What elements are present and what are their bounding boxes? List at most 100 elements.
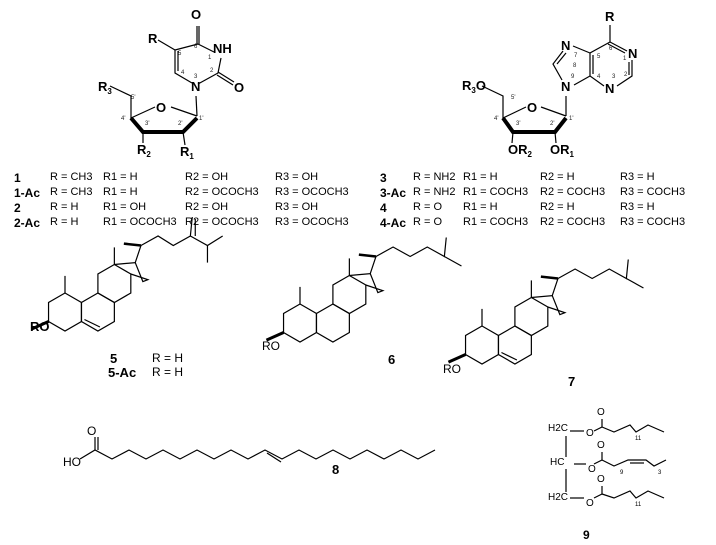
atom-n: N	[191, 79, 201, 94]
bond	[170, 106, 198, 117]
substituent-r3: R3 = COCH3	[620, 216, 686, 228]
bond	[511, 131, 514, 144]
atom-nh: NH	[213, 41, 232, 56]
atom-o-ring: O	[527, 100, 538, 115]
compound-6-ring	[315, 303, 350, 343]
compound-label: 2	[14, 201, 21, 215]
bond	[109, 85, 156, 119]
substituent-r: R = CH3	[50, 186, 93, 198]
compound-6-side-chain	[369, 237, 447, 274]
atom-o: O	[588, 464, 596, 475]
substituent-r: R = NH2	[413, 186, 456, 198]
atom-number: 3	[612, 74, 616, 80]
bold-bond	[129, 116, 199, 134]
repeat-count: 3	[658, 470, 662, 476]
bond	[609, 41, 628, 52]
bond	[217, 71, 235, 83]
substituent-r2: R2 = OH	[185, 171, 229, 183]
bold-bond	[30, 320, 50, 331]
bond	[589, 41, 611, 87]
substituent-r: R = H	[50, 201, 79, 213]
methyl-bond	[123, 242, 142, 247]
compound-label-9: 9	[583, 528, 590, 542]
substituent-r3: R3 = OCOCH3	[275, 186, 349, 198]
atom-number: 4	[597, 74, 601, 80]
atom-o: O	[87, 424, 97, 438]
atom-number: 7	[574, 53, 578, 59]
compound-7-ring	[514, 296, 549, 337]
bond	[593, 493, 603, 499]
bond	[444, 255, 462, 267]
compound-5-ac-r: R = H	[152, 365, 184, 379]
atom-n: N	[561, 79, 571, 94]
atom-ro: RO	[443, 362, 461, 376]
atom-ro: RO	[262, 339, 280, 353]
compound-label-5: 5	[110, 351, 118, 366]
atom-o: O	[234, 80, 245, 95]
compound-5-ring	[47, 292, 83, 332]
compound-label: 4	[380, 201, 387, 215]
substituent-r3: R3 = H	[620, 171, 655, 183]
repeat-count: 11	[635, 436, 642, 442]
substituent-r2: R2 = OCOCH3	[185, 216, 259, 228]
bond	[573, 75, 591, 86]
atom-or1: OR1	[550, 142, 574, 159]
bond	[182, 131, 186, 146]
double-bond	[84, 318, 101, 328]
bond	[554, 131, 557, 144]
compound-label: 1-Ac	[14, 186, 41, 200]
atom-h2c: H2C	[548, 492, 569, 503]
atom-number: 6	[194, 44, 198, 50]
atom-number: 1	[208, 55, 212, 61]
atom-number: 3'	[145, 121, 150, 127]
atom-number: 2	[624, 72, 628, 78]
substituent-r: R = H	[50, 216, 79, 228]
atom-number: 2'	[178, 121, 183, 127]
compound-5-ring	[114, 261, 150, 283]
atom-r: R	[605, 9, 615, 24]
repeat-count: 11	[635, 502, 642, 508]
bond	[601, 490, 665, 499]
double-bond	[501, 351, 518, 361]
atom-number: 5	[597, 54, 601, 60]
substituent-r2: R2 = H	[540, 171, 575, 183]
compound-5-ring	[97, 263, 132, 304]
bond	[195, 95, 198, 117]
substituent-r2: R2 = H	[540, 201, 575, 213]
atom-number: 2'	[550, 121, 555, 127]
atom-r2: R2	[137, 142, 151, 159]
substituent-r1: R1 = H	[103, 186, 138, 198]
compound-5-ring	[80, 292, 115, 332]
atom-o: O	[597, 440, 605, 451]
bold-bond	[501, 116, 568, 134]
atom-number: 2	[210, 68, 214, 74]
atom-number: 4'	[121, 116, 126, 122]
double-bond	[266, 452, 282, 463]
atom-r3o: R3O	[462, 78, 486, 95]
substituent-r1: R1 = H	[463, 171, 498, 183]
compound-label-8: 8	[332, 462, 340, 477]
substituent-r: R = O	[413, 201, 443, 213]
atom-number: 1'	[199, 116, 204, 122]
atom-o: O	[597, 474, 605, 485]
atom-o: O	[597, 407, 605, 418]
atom-number: 3'	[516, 121, 521, 127]
bond	[601, 424, 665, 433]
bond	[593, 426, 603, 432]
substituent-r1: R1 = H	[463, 201, 498, 213]
compound-label-7: 7	[568, 374, 576, 389]
compound-label: 1	[14, 171, 21, 185]
bold-bond	[447, 353, 467, 364]
atom-number: 1'	[569, 116, 574, 122]
atom-ro: RO	[30, 319, 50, 334]
bond	[197, 57, 222, 85]
compound-label: 2-Ac	[14, 216, 41, 230]
atom-number: 5'	[131, 95, 136, 101]
bold-bond	[265, 331, 285, 342]
bond	[552, 50, 564, 81]
compound-6-ring	[332, 274, 367, 315]
compound-7-ring	[464, 325, 500, 365]
substituent-r1: R1 = H	[103, 171, 138, 183]
